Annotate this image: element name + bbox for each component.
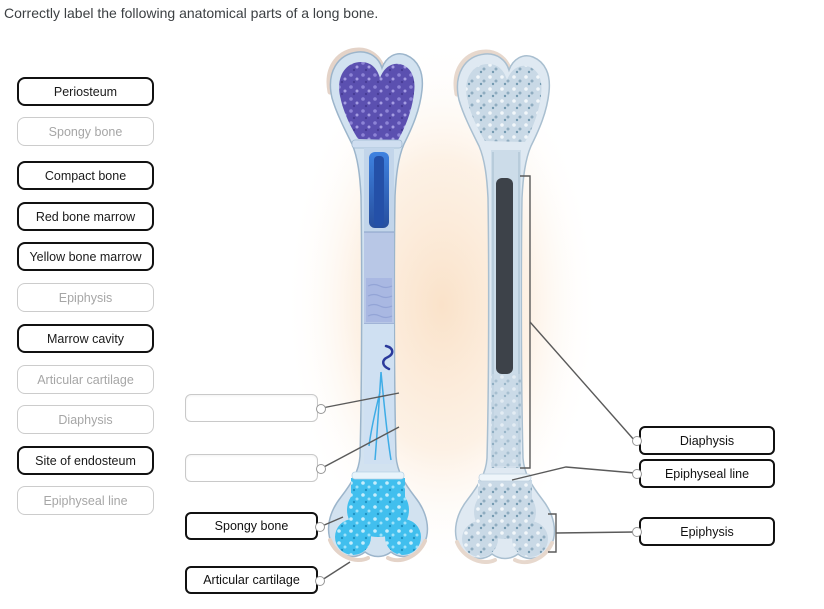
drop-zone-label: Epiphyseal line — [664, 466, 750, 481]
drop-zone-label: Spongy bone — [214, 519, 289, 533]
epiphysis-bracket — [548, 513, 557, 553]
bank-item-diaphysis: Diaphysis — [17, 405, 154, 434]
page-title: Correctly label the following anatomical… — [4, 5, 379, 21]
connector-dot — [316, 403, 326, 414]
connector-dot — [316, 463, 326, 474]
bank-item-compact-bone[interactable]: Compact bone — [17, 161, 154, 190]
bank-item-periosteum[interactable]: Periosteum — [17, 77, 154, 106]
connector-dot — [632, 436, 642, 446]
drop-zone-spongy-bone[interactable]: Spongy bone — [185, 512, 325, 540]
bank-item-yellow-bone-marrow[interactable]: Yellow bone marrow — [17, 242, 154, 271]
leader-line-epiphysis — [555, 531, 636, 534]
background-glow — [284, 40, 600, 570]
drop-zone-epiphyseal-line[interactable]: Epiphyseal line — [632, 459, 775, 488]
bank-item-site-of-endosteum[interactable]: Site of endosteum — [17, 446, 154, 475]
nutrient-vessel-squiggle — [382, 344, 394, 371]
bank-item-epiphyseal-line: Epiphyseal line — [17, 486, 154, 515]
drop-zone-left-1[interactable] — [185, 394, 326, 422]
drop-zone-articular-cartilage[interactable]: Articular cartilage — [185, 566, 325, 594]
leader-lines — [321, 175, 636, 581]
bank-item-spongy-bone: Spongy bone — [17, 117, 154, 146]
drop-zone-epiphysis[interactable]: Epiphysis — [632, 517, 775, 546]
leader-line-spongy-bone — [321, 516, 344, 527]
connector-dot — [315, 575, 325, 586]
left-bone-illustration — [329, 50, 429, 563]
leader-line-empty-1 — [321, 392, 400, 409]
leader-line-empty-2 — [321, 426, 400, 469]
diaphysis-bracket — [520, 175, 531, 469]
leader-line-diaphysis — [529, 321, 636, 442]
drop-zone-left-2[interactable] — [185, 454, 326, 482]
leader-line-articular-cartilage — [321, 561, 351, 581]
bank-item-marrow-cavity[interactable]: Marrow cavity — [17, 324, 154, 353]
drop-zone-diaphysis[interactable]: Diaphysis — [632, 426, 775, 455]
bank-item-red-bone-marrow[interactable]: Red bone marrow — [17, 202, 154, 231]
right-bone-illustration — [456, 52, 556, 565]
drop-zone-label: Articular cartilage — [203, 573, 300, 587]
drop-zone-label: Epiphysis — [680, 524, 734, 539]
connector-dot — [632, 527, 642, 537]
connector-dot — [315, 521, 325, 532]
bank-item-articular-cartilage: Articular cartilage — [17, 365, 154, 394]
drop-zone-label: Diaphysis — [679, 433, 735, 448]
bank-item-epiphysis: Epiphysis — [17, 283, 154, 312]
connector-dot — [632, 469, 642, 479]
leader-line-epiphyseal-line — [511, 466, 636, 481]
